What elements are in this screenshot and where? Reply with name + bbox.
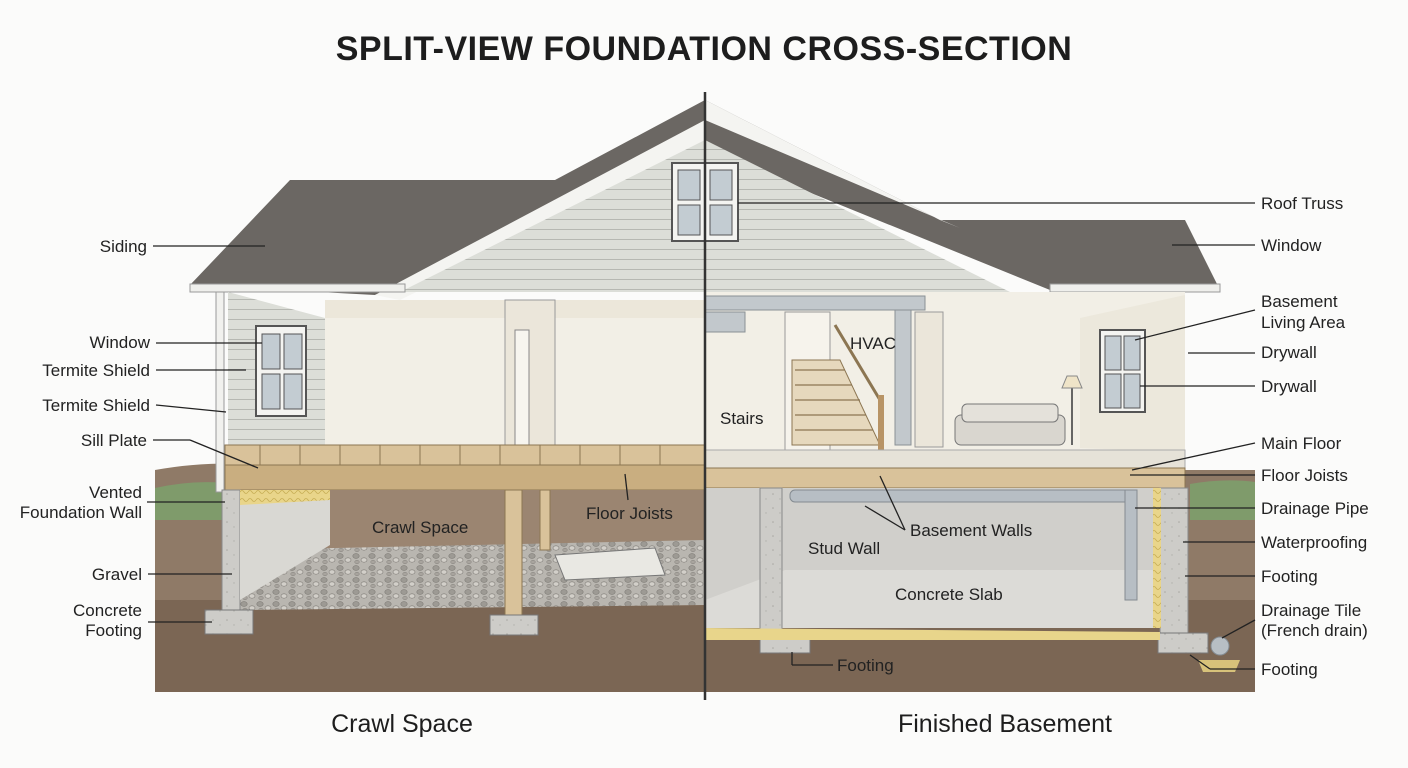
label-hvac: HVAC — [850, 334, 896, 353]
label-basement-walls: Basement Walls — [910, 521, 1032, 540]
subtitle-crawl-space: Crawl Space — [331, 710, 473, 738]
label-sill-plate: Sill Plate — [81, 431, 147, 450]
label-basement-living-1: Basement — [1261, 292, 1338, 311]
concrete-slab — [705, 570, 1160, 628]
label-stud-wall: Stud Wall — [808, 539, 880, 558]
left-roof — [190, 100, 705, 295]
label-waterproofing: Waterproofing — [1261, 533, 1367, 552]
label-window-left: Window — [90, 333, 151, 352]
subtitle-finished-basement: Finished Basement — [898, 710, 1112, 738]
left-callouts: Siding Window Termite Shield Termite Shi… — [20, 237, 265, 640]
diagram-title: SPLIT-VIEW FOUNDATION CROSS-SECTION — [336, 30, 1073, 68]
label-window-right: Window — [1261, 236, 1322, 255]
label-concrete-2: Footing — [85, 621, 142, 640]
label-vented-1: Vented — [89, 483, 142, 502]
right-roof — [705, 100, 1220, 290]
label-floor-joists-right: Floor Joists — [1261, 466, 1348, 485]
label-drainage-tile-2: (French drain) — [1261, 621, 1368, 640]
label-roof-truss: Roof Truss — [1261, 194, 1343, 213]
basement-side — [704, 100, 1240, 672]
left-gable-siding — [400, 140, 705, 292]
label-vented-2: Foundation Wall — [20, 503, 142, 522]
label-crawl-space: Crawl Space — [372, 518, 468, 537]
label-concrete-slab: Concrete Slab — [895, 585, 1003, 604]
label-concrete-1: Concrete — [73, 601, 142, 620]
label-termite-shield-2: Termite Shield — [42, 396, 150, 415]
right-gable-siding — [705, 140, 1010, 292]
label-stairs: Stairs — [720, 409, 763, 428]
right-callouts: Roof Truss Window Basement Living Area D… — [738, 194, 1369, 679]
label-siding: Siding — [100, 237, 147, 256]
label-footing-right-1: Footing — [1261, 567, 1318, 586]
label-gravel: Gravel — [92, 565, 142, 584]
label-drywall-1: Drywall — [1261, 343, 1317, 362]
label-basement-living-2: Living Area — [1261, 313, 1346, 332]
label-floor-joists-left: Floor Joists — [586, 504, 673, 523]
inline-callouts: Crawl Space Floor Joists HVAC Stairs Bas… — [372, 334, 1032, 675]
label-drainage-pipe: Drainage Pipe — [1261, 499, 1369, 518]
label-footing-inline: Footing — [837, 656, 894, 675]
crawl-space-side — [189, 100, 706, 636]
label-footing-right-2: Footing — [1261, 660, 1318, 679]
label-drywall-2: Drywall — [1261, 377, 1317, 396]
label-main-floor: Main Floor — [1261, 434, 1342, 453]
label-drainage-tile-1: Drainage Tile — [1261, 601, 1361, 620]
label-termite-shield-1: Termite Shield — [42, 361, 150, 380]
